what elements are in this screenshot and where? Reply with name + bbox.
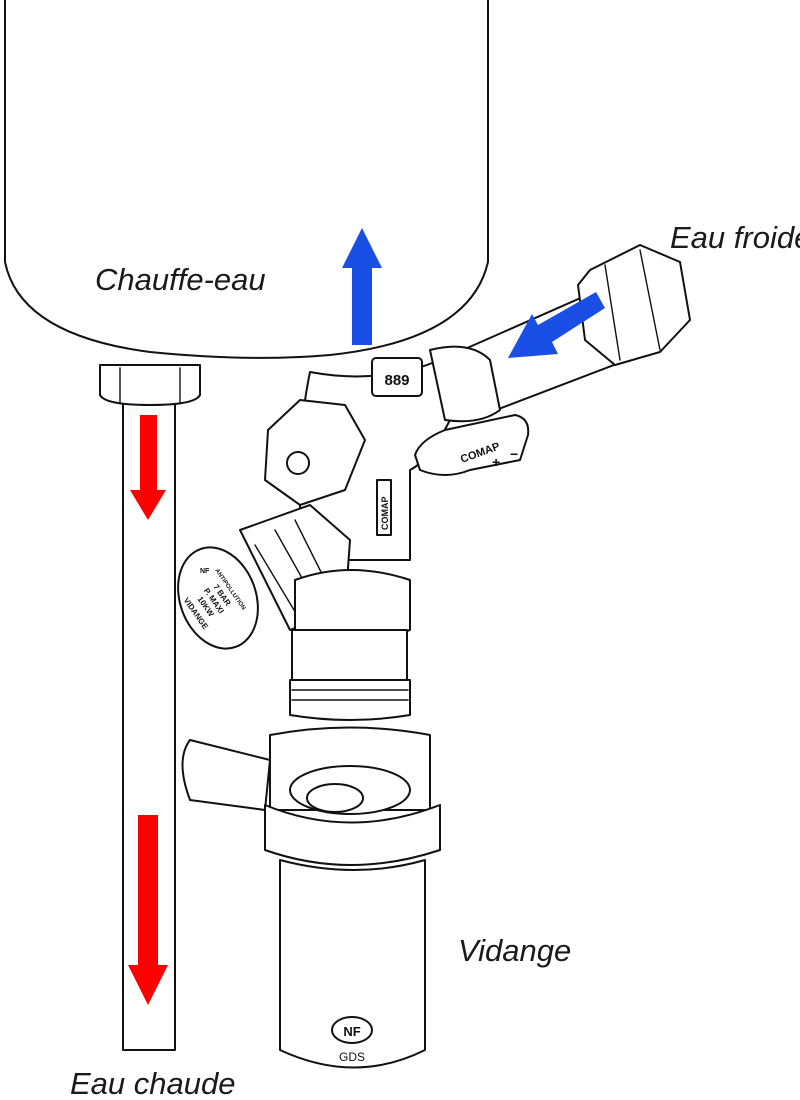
cold-water-arrow-inlet — [508, 292, 605, 358]
body-brand-plate — [376, 479, 392, 536]
valve-number-plate — [371, 357, 423, 397]
label-heater: Chauffe-eau — [95, 262, 266, 297]
body-brand: COMAP — [380, 497, 390, 531]
hex-plug — [264, 399, 366, 506]
hot-pipe-nut — [99, 364, 201, 406]
label-cold-water: Eau froide — [670, 220, 800, 255]
hot-water-arrow-upper — [130, 415, 166, 520]
valve-number: 889 — [384, 372, 409, 389]
siphon-side-outlet — [181, 739, 271, 811]
safety-group-valve: 889 COMAP + − COMAP NF ANTIPOLLUTION 7 B… — [165, 345, 530, 721]
water-heater-tank — [4, 0, 489, 359]
siphon-standard: GDS — [339, 1050, 365, 1064]
plus-mark: + — [492, 454, 500, 470]
siphon-cert-badge — [331, 1016, 373, 1044]
minus-mark: − — [510, 446, 518, 462]
hot-water-arrow-lower — [128, 815, 168, 1005]
label-hot-water: Eau chaude — [70, 1066, 236, 1100]
knob-cert: NF — [200, 568, 210, 575]
siphon-cup — [279, 859, 426, 1069]
cold-water-arrow-up — [342, 228, 382, 345]
drain-siphon: NF GDS — [181, 726, 441, 1069]
siphon-cert: NF — [343, 1024, 360, 1039]
drain-knob-face[interactable] — [165, 536, 272, 660]
label-drain: Vidange — [458, 933, 572, 968]
valve-handle[interactable] — [414, 414, 530, 476]
